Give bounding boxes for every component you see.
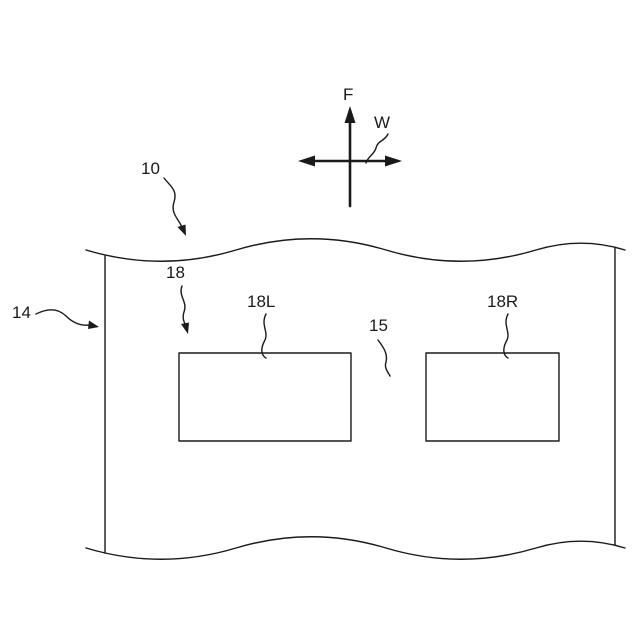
ref-opening-left-leader (262, 314, 266, 358)
panel-outline (86, 239, 625, 560)
width-leader-line (366, 134, 388, 163)
opening-right (426, 353, 559, 441)
ref-vehicle-leader (164, 178, 182, 228)
ref-surface-label: 15 (369, 316, 388, 335)
ref-opening-pair-label: 18 (166, 263, 185, 282)
ref-opening-pair-leader (181, 286, 186, 326)
ref-vehicle-arrowhead (178, 225, 187, 237)
ref-side-wall-leader (36, 310, 90, 326)
width-arrowhead-right (385, 156, 402, 167)
ref-side-wall-label: 14 (12, 303, 31, 322)
width-label: W (374, 113, 390, 132)
panel-bottom-break-line (86, 537, 625, 560)
ref-opening-pair-arrowhead (181, 323, 189, 335)
ref-surface-leader (378, 340, 390, 376)
front-arrowhead (345, 106, 356, 123)
ref-side-wall-arrowhead (88, 321, 99, 330)
ref-opening-right-label: 18R (487, 292, 518, 311)
panel-top-break-line (86, 239, 625, 262)
front-label: F (343, 85, 353, 104)
ref-opening-right-leader (504, 314, 508, 358)
ref-opening-left-label: 18L (247, 292, 275, 311)
ref-vehicle-label: 10 (141, 159, 160, 178)
direction-indicator: F W (298, 85, 402, 206)
width-arrowhead-left (298, 156, 315, 167)
opening-left (179, 353, 351, 441)
